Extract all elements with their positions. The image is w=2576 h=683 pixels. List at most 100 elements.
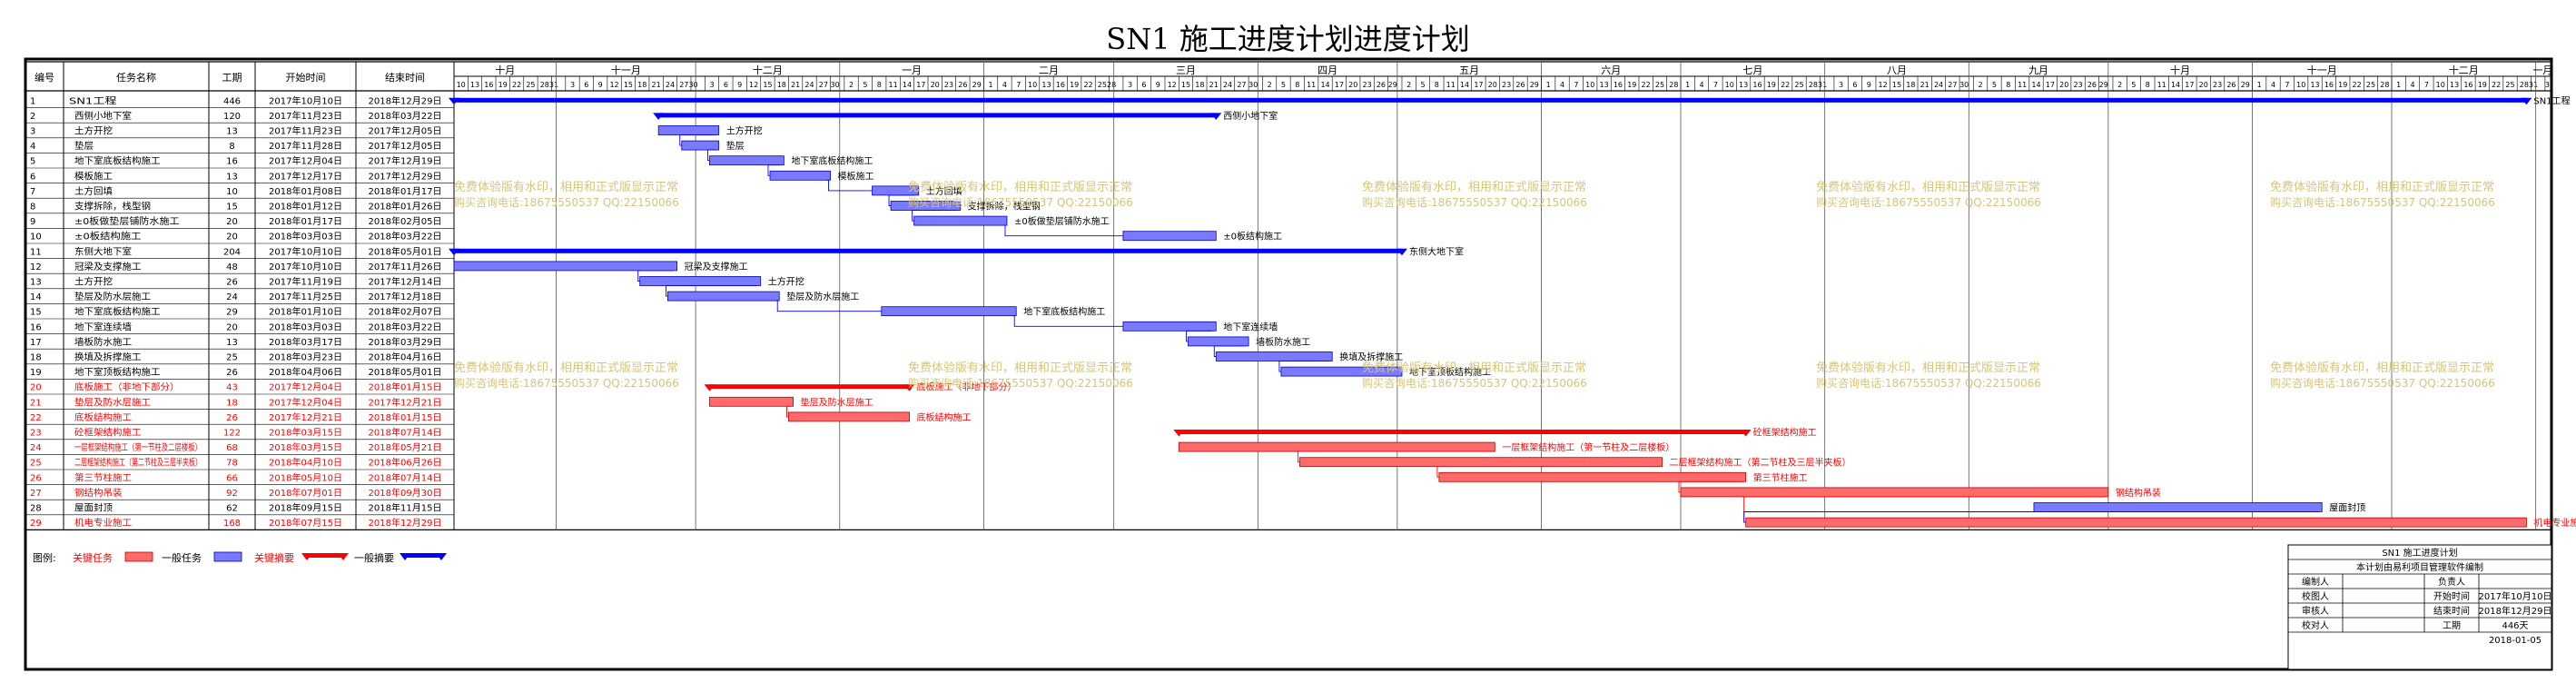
day-label: 10 (1725, 81, 1734, 89)
day-label: 25 (2505, 81, 2514, 89)
day-label: 7 (1713, 81, 1718, 89)
row-start: 2018年07月15日 (269, 517, 342, 529)
day-label: 18 (1195, 81, 1204, 89)
day-label: 25 (2366, 81, 2375, 89)
row-start: 2018年01月12日 (269, 201, 342, 213)
day-label: 17 (1335, 81, 1344, 89)
task-bar-label: 底板结构施工 (917, 411, 972, 423)
day-label: 2 (1268, 81, 1272, 89)
day-label: 10 (2296, 81, 2305, 89)
row-start: 2017年12月04日 (269, 155, 342, 167)
day-label: 11 (1307, 81, 1316, 89)
summary-end-marker (1210, 113, 1222, 120)
day-label: 29 (1388, 81, 1397, 89)
row-task-name: 底板施工（非地下部分） (74, 381, 180, 393)
watermark-text: 免费体验版有水印，相用和正式版显示正常 (1816, 180, 2040, 194)
row-duration: 68 (226, 443, 238, 453)
legend-normal-summary-marker (400, 553, 410, 560)
row-start: 2018年05月10日 (269, 471, 342, 483)
day-label: 25 (1655, 81, 1664, 89)
summary-end-marker (903, 384, 915, 391)
row-end: 2017年12月29日 (369, 170, 442, 182)
day-label: 16 (1752, 81, 1762, 89)
day-label: 8 (1295, 81, 1299, 89)
task-bar-label: 垫层 (726, 140, 745, 152)
day-label: 4 (2410, 81, 2414, 89)
row-end: 2018年12月29日 (369, 94, 442, 106)
row-duration: 446 (223, 96, 241, 106)
day-label: 13 (1739, 81, 1748, 89)
row-id: 10 (30, 233, 42, 243)
day-label: 6 (584, 81, 588, 89)
row-id: 20 (30, 383, 42, 393)
dependency-line (767, 164, 781, 176)
day-label: 28 (540, 81, 549, 89)
row-id: 27 (30, 489, 42, 499)
day-label: 21 (1920, 81, 1930, 89)
day-label: 11 (2018, 81, 2027, 89)
watermark-text: 免费体验版有水印，相用和正式版显示正常 (908, 180, 1132, 194)
day-label: 16 (484, 81, 493, 89)
row-end: 2017年12月14日 (369, 276, 442, 288)
day-label: 19 (2338, 81, 2347, 89)
task-bar-label: 土方开挖 (726, 125, 763, 137)
info-box-cell: 审核人 (2302, 605, 2329, 617)
row-start: 2018年01月10日 (269, 306, 342, 318)
task-bar-label: 地下室连续墙 (1223, 321, 1278, 332)
task-bar-label: ±0板做垫层铺防水施工 (1014, 215, 1110, 227)
day-label: 10 (1585, 81, 1594, 89)
day-label: 27 (679, 81, 688, 89)
task-bar (1298, 457, 1663, 468)
month-label: 九月 (2028, 64, 2048, 76)
legend-critical-task-label: 关键任务 (73, 551, 113, 564)
day-label: 17 (2046, 81, 2055, 89)
watermark-text: 购买咨询电话:18675550537 QQ:22150066 (1816, 195, 2041, 209)
summary-end-marker (1740, 430, 1752, 437)
row-start: 2018年07月01日 (269, 487, 342, 499)
row-end: 2018年09月30日 (369, 487, 442, 499)
row-task-name: 垫层及防水层施工 (74, 396, 151, 408)
row-end: 2018年01月26日 (369, 201, 442, 213)
task-bar (1215, 351, 1333, 361)
table-header: 结束时间 (385, 72, 425, 84)
month-label: 十月 (2170, 64, 2190, 76)
row-end: 2018年03月22日 (369, 110, 442, 122)
row-id: 25 (30, 459, 42, 469)
day-label: 22 (2353, 81, 2362, 89)
row-duration: 20 (226, 322, 238, 332)
row-start: 2017年12月21日 (269, 411, 342, 423)
day-label: 26 (2087, 81, 2097, 89)
day-label: 22 (1781, 81, 1790, 89)
task-bar (709, 155, 785, 166)
day-label: 22 (1642, 81, 1651, 89)
legend-normal-summary-marker (436, 553, 447, 560)
row-task-name: ±0板做垫层铺防水施工 (74, 215, 180, 227)
row-duration: 20 (226, 217, 238, 227)
summary-bar (658, 113, 1217, 118)
row-id: 17 (30, 338, 42, 348)
day-label: 13 (1041, 81, 1051, 89)
day-label: 29 (972, 81, 982, 89)
watermark-text: 购买咨询电话:18675550537 QQ:22150066 (908, 376, 1133, 390)
task-bar (453, 261, 678, 272)
summary-bar (1179, 430, 1746, 434)
day-label: 20 (2199, 81, 2208, 89)
legend-normal-summary-label: 一般摘要 (354, 551, 394, 564)
row-end: 2018年03月22日 (369, 321, 442, 332)
dependency-line (786, 405, 790, 418)
summary-start-marker (704, 384, 716, 391)
row-duration: 92 (226, 489, 238, 499)
task-bar-label: 钢结构吊装 (2116, 487, 2161, 499)
day-label: 8 (1435, 81, 1439, 89)
month-label: 八月 (1887, 64, 1907, 76)
day-label: 25 (526, 81, 535, 89)
day-label: 2 (1979, 81, 1983, 89)
day-label: 21 (652, 81, 661, 89)
day-label: 4 (2271, 81, 2275, 89)
row-task-name: 地下室顶板结构施工 (74, 366, 161, 378)
dependency-line (775, 300, 882, 312)
row-duration: 66 (226, 473, 238, 483)
row-end: 2018年05月01日 (369, 245, 442, 257)
row-start: 2017年11月23日 (269, 125, 342, 137)
day-label: 30 (1249, 81, 1258, 89)
